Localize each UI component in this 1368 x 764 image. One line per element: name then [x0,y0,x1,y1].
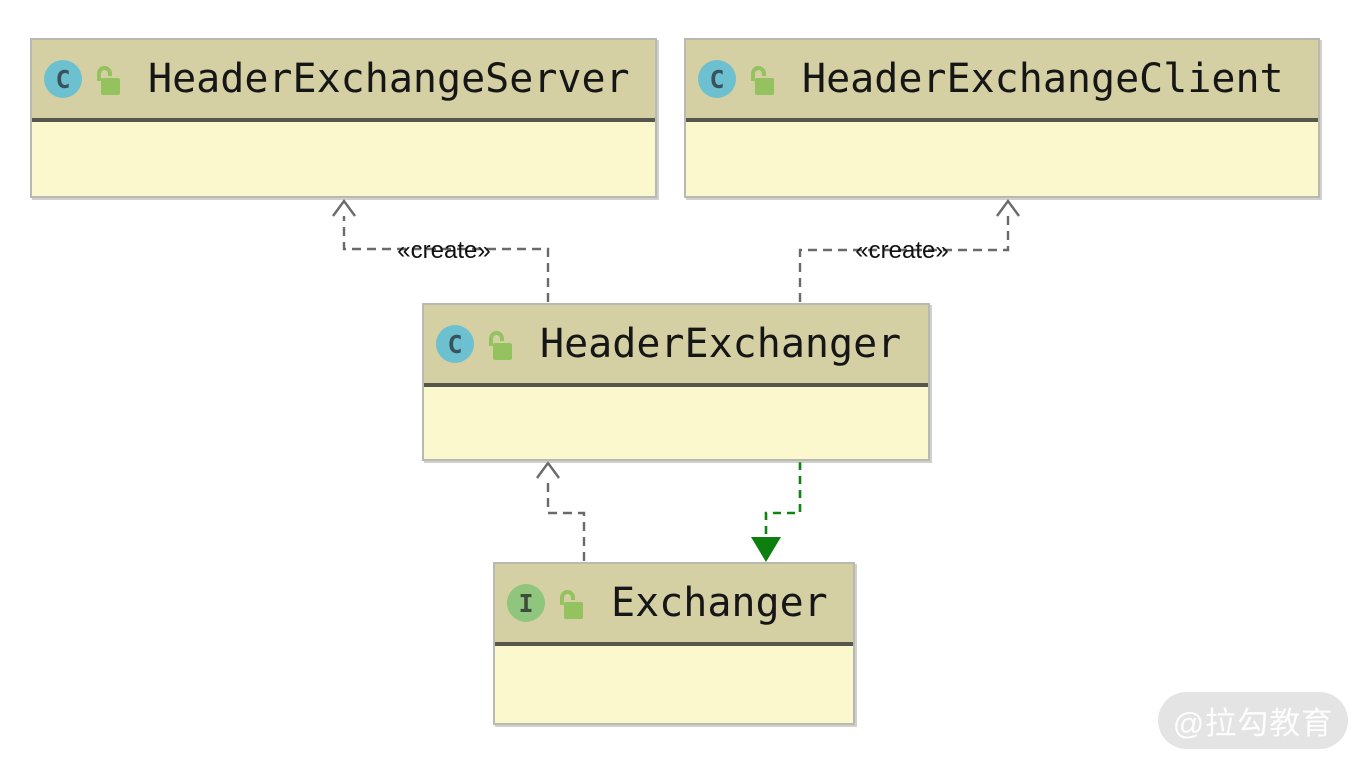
dependency-edge-exchanger-line [546,479,586,561]
header-separator [686,118,1318,122]
unlocked-padlock-icon [751,65,774,95]
create-edge-to-server-arrowhead-icon [332,198,356,217]
header-separator [424,383,928,387]
interface-name: Exchanger [611,580,828,626]
class-node-header-exchanger: C HeaderExchanger [422,303,930,461]
header-separator [495,642,853,646]
node-header: C HeaderExchangeClient [686,40,1318,118]
node-members-area [495,646,853,723]
node-header: C HeaderExchanger [424,305,928,383]
class-badge-icon: C [698,60,736,98]
interface-node-exchanger: I Exchanger [493,562,855,725]
dependency-edge-exchanger-arrowhead-icon [536,460,560,479]
class-badge-icon: C [436,325,474,363]
node-header: I Exchanger [495,564,853,642]
class-name: HeaderExchanger [540,321,902,367]
class-name: HeaderExchangeClient [802,56,1284,102]
unlocked-padlock-icon [97,65,120,95]
node-members-area [424,387,928,459]
realization-edge-line [764,462,802,537]
class-badge-icon: C [44,60,82,98]
unlocked-padlock-icon [489,330,512,360]
interface-badge-icon: I [507,584,545,622]
header-separator [32,118,655,122]
watermark-badge: @拉勾教育 [1158,692,1348,749]
class-name: HeaderExchangeServer [148,56,630,102]
create-stereotype-label: «create» [397,237,491,264]
class-node-header-exchange-client: C HeaderExchangeClient [684,38,1320,198]
create-stereotype-label: «create» [855,237,949,264]
unlocked-padlock-icon [560,589,583,619]
class-node-header-exchange-server: C HeaderExchangeServer [30,38,657,198]
node-members-area [32,122,655,196]
realization-triangle-arrowhead-icon [751,537,781,562]
node-members-area [686,122,1318,196]
node-header: C HeaderExchangeServer [32,40,655,118]
create-edge-to-client-arrowhead-icon [996,198,1020,217]
